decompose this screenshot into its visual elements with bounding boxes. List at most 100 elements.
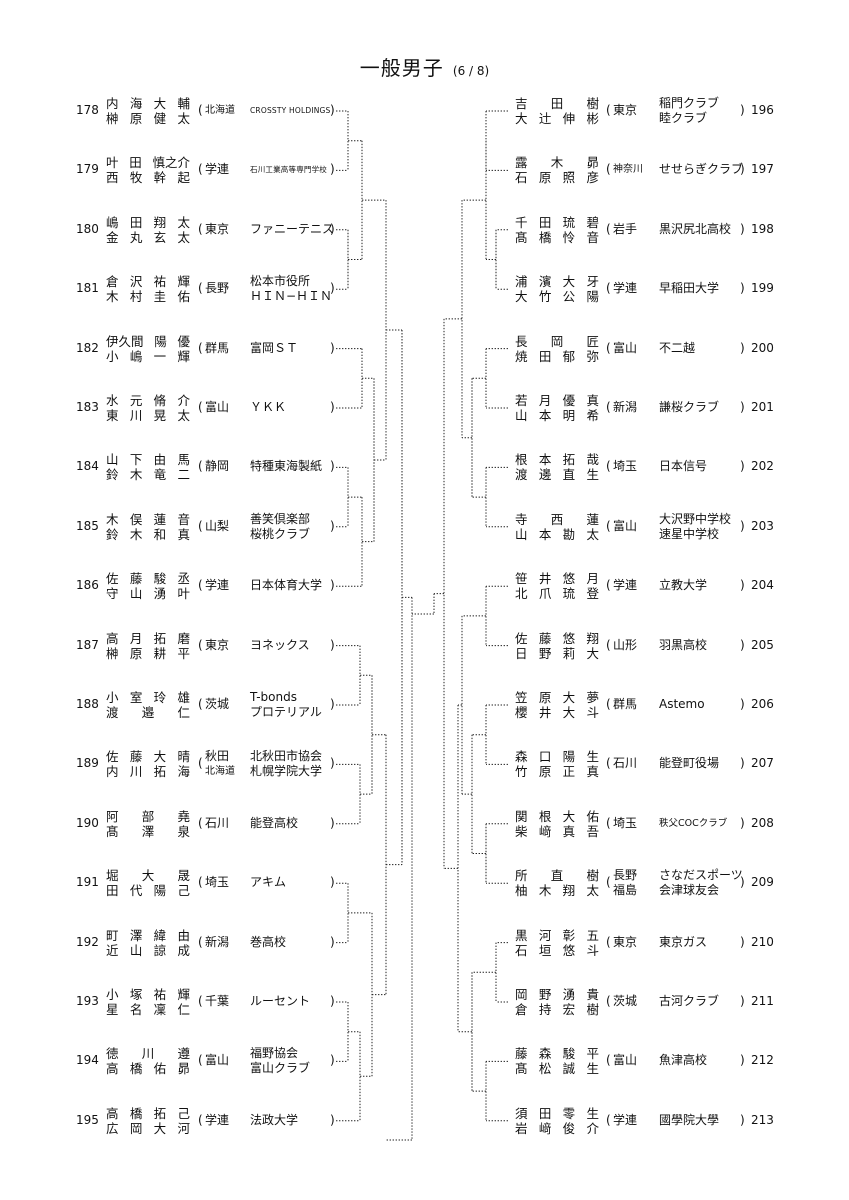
club-line: 立教大学 xyxy=(659,578,708,593)
player-name: 所直樹 xyxy=(515,868,599,884)
seed-number: 200 xyxy=(751,340,774,355)
prefecture: 群馬 xyxy=(613,697,637,712)
club-line: 富山クラブ xyxy=(250,1061,311,1076)
prefecture-line: 長野 xyxy=(613,868,638,883)
player-name: 岡野湧貴 xyxy=(515,987,599,1002)
player-name: 北爪琉登 xyxy=(515,586,599,602)
club-line: 能登町役場 xyxy=(659,756,720,771)
paren-open: ( xyxy=(606,1112,611,1127)
paren-close: ) xyxy=(330,1053,335,1068)
club-name: CROSSTY HOLDINGS xyxy=(250,103,331,118)
player-name: 小室玲雄 xyxy=(106,690,190,705)
prefecture: 富山 xyxy=(613,341,637,356)
seed-number: 203 xyxy=(751,518,774,533)
player-name: 笠原大夢 xyxy=(515,690,599,705)
paren-close: ) xyxy=(330,281,335,296)
club-line: CROSSTY HOLDINGS xyxy=(250,106,331,115)
prefecture-line: 東京 xyxy=(613,934,638,949)
prefecture-line: 茨城 xyxy=(613,994,638,1008)
club-line: 早稲田大学 xyxy=(659,281,720,296)
player-name: 日野莉大 xyxy=(515,645,599,661)
player-name: 東川晃太 xyxy=(106,408,190,423)
paren-open: ( xyxy=(198,518,203,533)
seed-number: 207 xyxy=(751,756,774,771)
prefecture-line: 新潟 xyxy=(613,400,638,414)
seed-number: 187 xyxy=(76,637,99,652)
player-name: 髙橋怜音 xyxy=(515,229,599,245)
club-name: 不二越 xyxy=(659,341,695,356)
seed-number: 211 xyxy=(751,994,774,1008)
paren-open: ( xyxy=(606,518,611,533)
club-name: 秩父COCクラブ xyxy=(659,816,727,831)
player-name: 石原照彦 xyxy=(515,170,599,186)
paren-close: ) xyxy=(740,578,745,593)
club-line: 羽黒高校 xyxy=(659,637,708,652)
player-names: 黒河彰五石垣悠斗 xyxy=(515,928,599,958)
club-name: さなだスポーツ会津球友会 xyxy=(659,868,743,898)
seed-number: 179 xyxy=(76,162,99,177)
player-name: 若月優真 xyxy=(515,393,599,408)
seed-number: 178 xyxy=(76,103,99,117)
club-line: 日本信号 xyxy=(659,459,708,474)
paren-open: ( xyxy=(606,162,611,177)
player-name: 金丸玄太 xyxy=(106,229,190,245)
prefecture-line: 北海道 xyxy=(205,766,235,778)
paren-open: ( xyxy=(606,221,611,236)
player-name: 田代陽己 xyxy=(106,883,190,899)
paren-close: ) xyxy=(330,1112,335,1127)
seed-number: 192 xyxy=(76,934,99,949)
seed-number: 202 xyxy=(751,459,774,474)
prefecture: 山形 xyxy=(613,638,637,653)
paren-open: ( xyxy=(198,875,203,890)
club-line: 黒沢尻北高校 xyxy=(659,221,732,236)
player-names: 水元脩介東川晃太 xyxy=(106,393,190,423)
club-line: 古河クラブ xyxy=(659,994,720,1008)
club-line: 札幌学院大学 xyxy=(250,764,323,779)
club-name: 富岡ＳＴ xyxy=(250,341,298,356)
player-names: 小室玲雄渡邉仁 xyxy=(106,690,190,720)
prefecture: 学連 xyxy=(613,1113,637,1128)
club-line: 速星中学校 xyxy=(659,526,720,541)
player-names: 内海大輔榊原健太 xyxy=(106,96,190,126)
player-name: 髙松誠生 xyxy=(515,1061,599,1077)
player-name: 山下由馬 xyxy=(106,452,190,468)
paren-open: ( xyxy=(198,162,203,177)
club-line: アキム xyxy=(250,875,287,890)
player-names: 佐藤駿丞守山湧叶 xyxy=(106,571,190,601)
paren-close: ) xyxy=(330,756,335,771)
player-names: 笹井悠月北爪琉登 xyxy=(515,571,599,601)
page-indicator: (6 / 8) xyxy=(452,64,490,78)
club-line: 松本市役所 xyxy=(250,274,311,289)
prefecture: 東京 xyxy=(205,222,229,237)
club-name: 立教大学 xyxy=(659,578,707,593)
prefecture-line: 山形 xyxy=(613,637,638,652)
player-name: 寺西蓮 xyxy=(515,511,599,527)
paren-close: ) xyxy=(330,340,335,355)
player-name: 藤森駿平 xyxy=(515,1046,599,1062)
club-line: 東京ガス xyxy=(659,934,708,949)
prefecture: 学連 xyxy=(205,162,229,177)
player-names: 倉沢祐輝木村圭佑 xyxy=(106,274,190,304)
paren-open: ( xyxy=(606,934,611,949)
prefecture: 静岡 xyxy=(205,459,229,474)
prefecture-line: 長野 xyxy=(205,281,230,296)
paren-close: ) xyxy=(740,162,745,177)
seed-number: 181 xyxy=(76,281,99,296)
prefecture: 埼玉 xyxy=(613,459,637,474)
club-name: 日本体育大学 xyxy=(250,578,322,593)
club-line: ヨネックス xyxy=(250,637,310,652)
player-name: 伊久間陽優 xyxy=(106,333,190,349)
